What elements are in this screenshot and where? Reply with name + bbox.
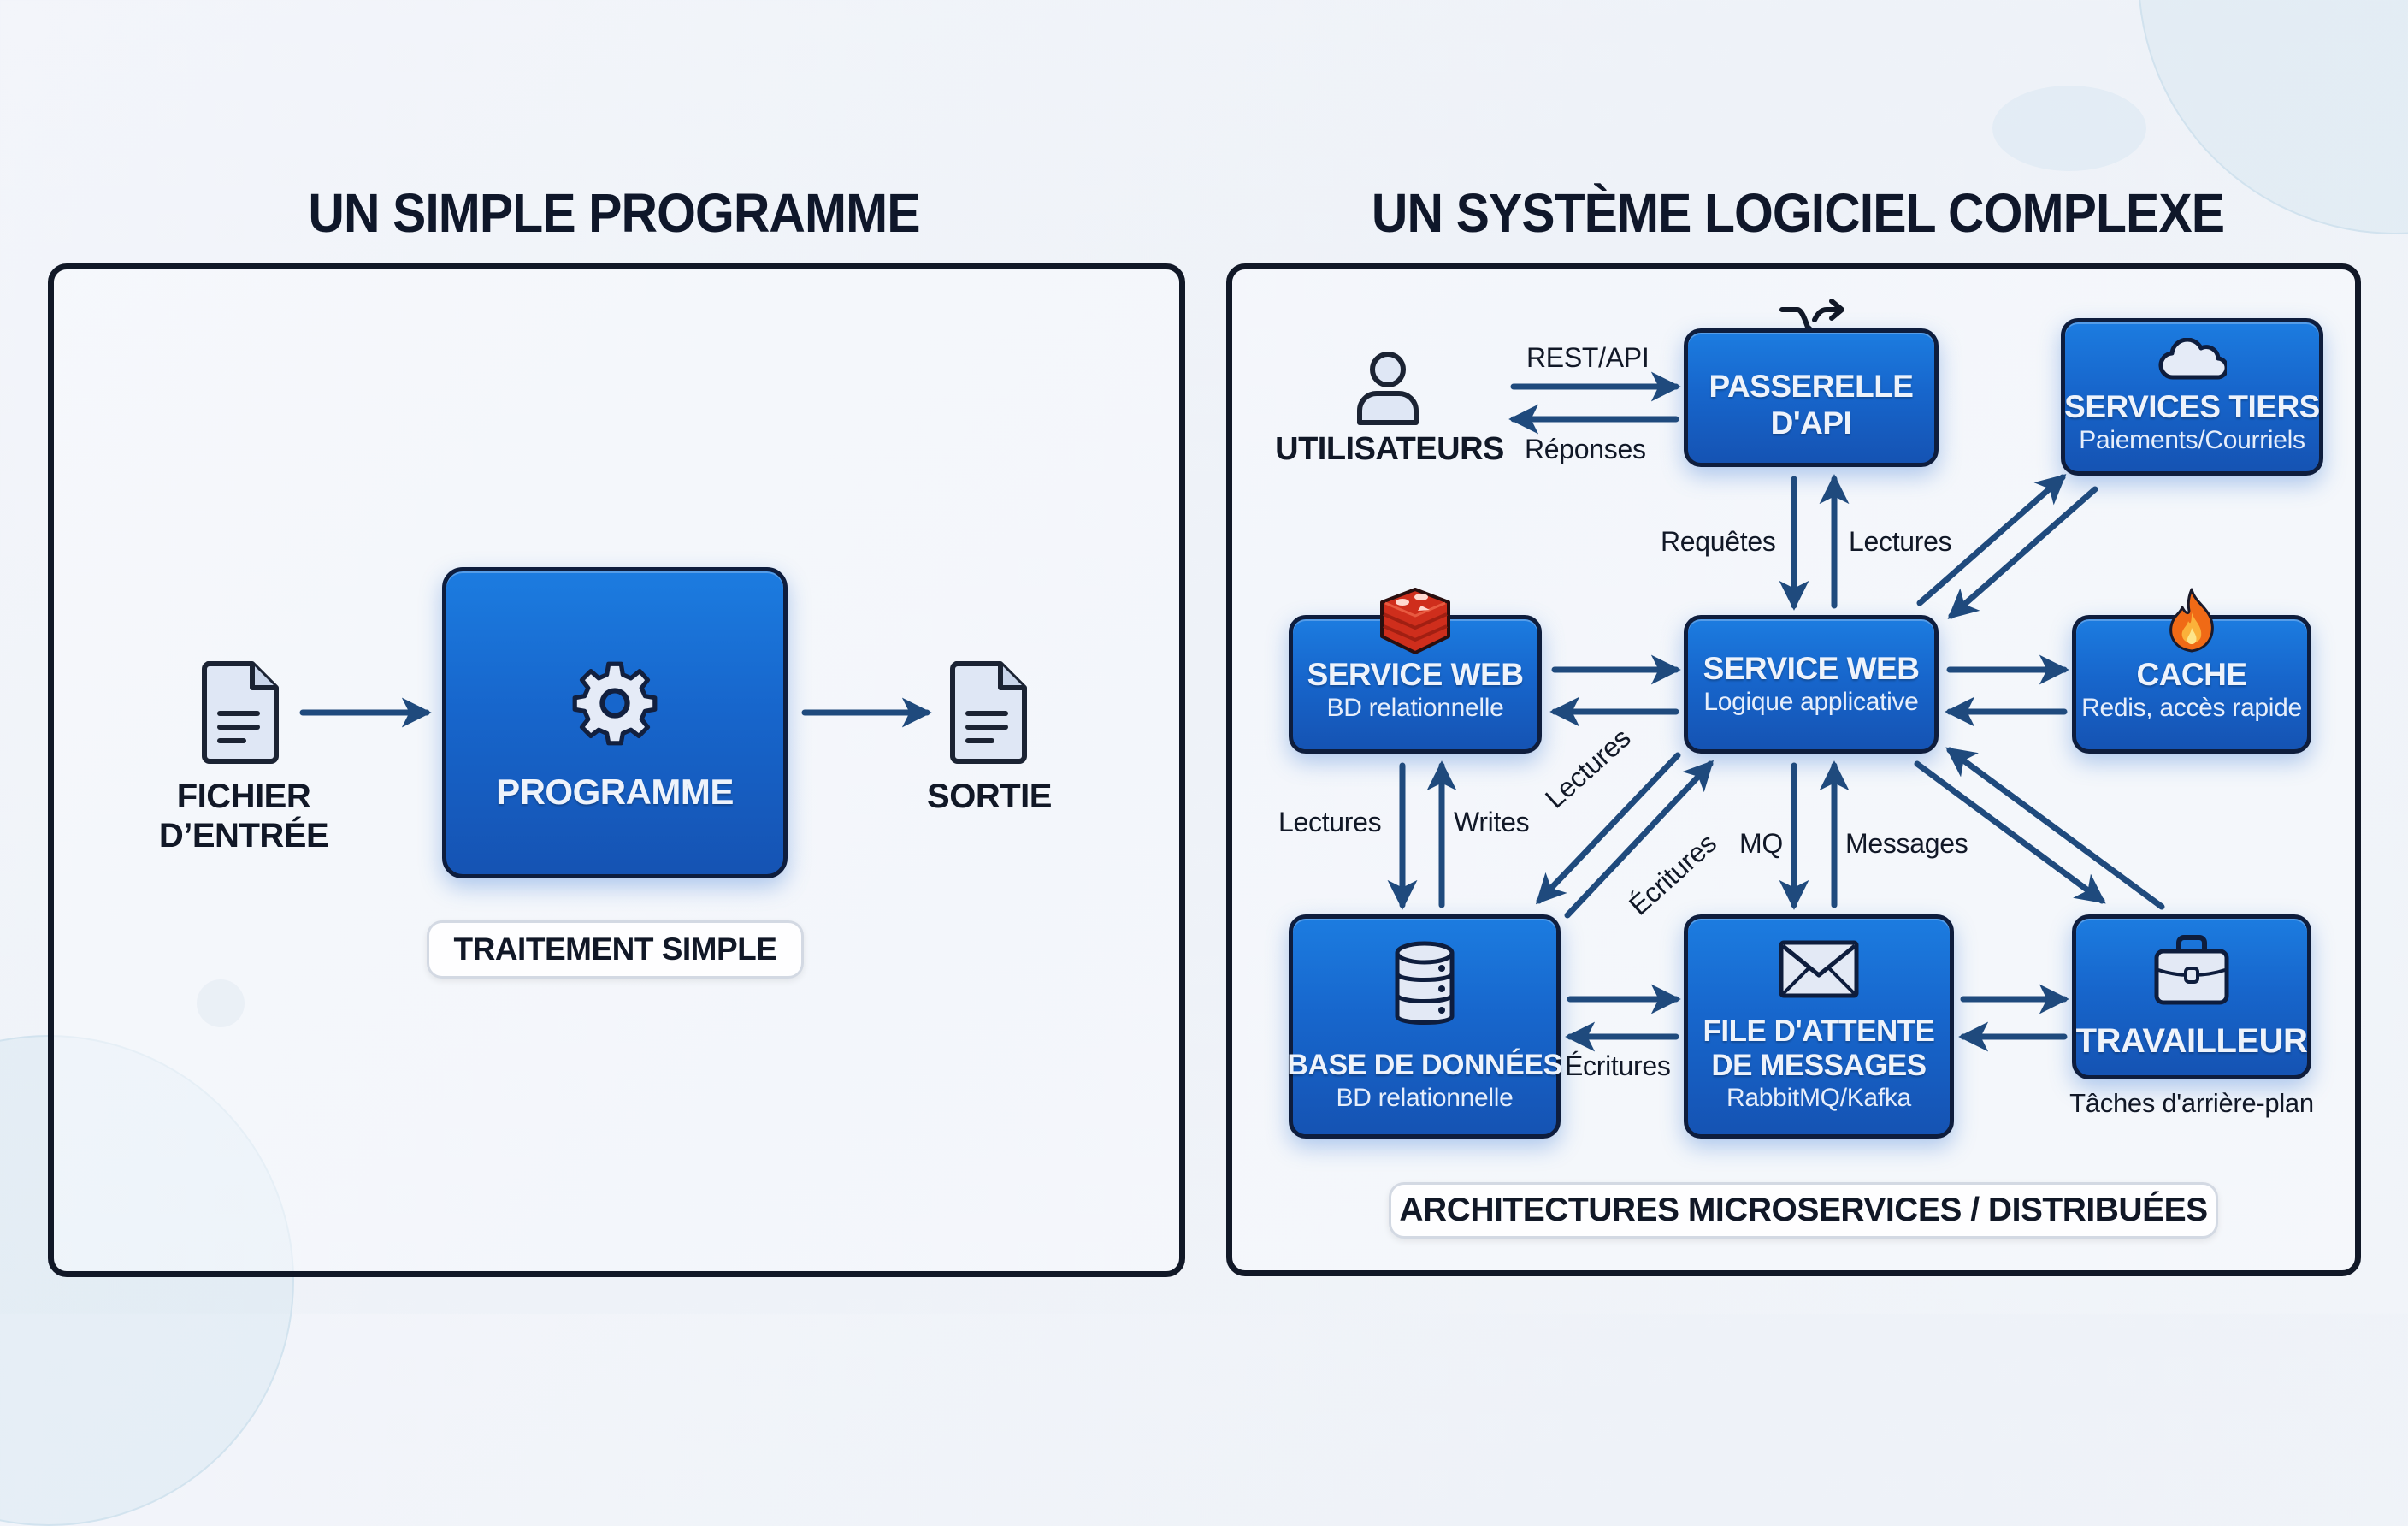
database-icon (1395, 941, 1455, 1026)
database-title: BASE DE DONNÉES (1287, 1049, 1562, 1082)
edge-label-requetes: Requêtes (1661, 526, 1776, 557)
edge-label-lectures-db: Lectures (1278, 807, 1382, 837)
user-icon (1357, 352, 1419, 425)
output-document-icon (950, 661, 1027, 764)
worker-title: TRAVAILLEUR (2075, 1021, 2308, 1060)
arrow-worker-to-webapp (1945, 747, 2165, 910)
simple-processing-caption: TRAITEMENT SIMPLE (427, 920, 804, 979)
left-panel-title: UN SIMPLE PROGRAMME (308, 182, 920, 244)
program-title: PROGRAMME (496, 771, 734, 812)
third-party-subtitle: Paiements/Courriels (2079, 426, 2305, 455)
edge-label-messages: Messages (1845, 828, 1968, 859)
web-service-app-node[interactable]: SERVICE WEB Logique applicative (1684, 615, 1939, 754)
message-queue-node[interactable]: FILE D'ATTENTE DE MESSAGES RabbitMQ/Kafk… (1684, 914, 1954, 1139)
worker-caption: Tâches d'arrière-plan (2069, 1088, 2314, 1118)
web-service-app-title: SERVICE WEB (1703, 650, 1920, 686)
architecture-caption: ARCHITECTURES MICROSERVICES / DISTRIBUÉE… (1389, 1182, 2218, 1239)
message-queue-subtitle: RabbitMQ/Kafka (1726, 1084, 1911, 1113)
edge-label-ecritures-queue: Écritures (1565, 1050, 1671, 1081)
input-file-label: FICHIER D’ENTRÉE (137, 777, 351, 855)
message-queue-title-line2: DE MESSAGES (1711, 1049, 1927, 1082)
web-service-db-title: SERVICE WEB (1307, 656, 1524, 692)
arrow-database-to-webapp (1564, 760, 1715, 919)
edge-label-writes-db: Writes (1454, 807, 1530, 837)
output-label: SORTIE (927, 778, 1052, 815)
worker-node[interactable]: TRAVAILLEUR (2072, 914, 2311, 1079)
redis-icon (1380, 588, 1450, 654)
edge-label-reponses: Réponses (1525, 434, 1646, 464)
web-service-db-subtitle: BD relationnelle (1326, 694, 1504, 723)
input-document-icon (202, 661, 279, 764)
edge-label-rest-api: REST/API (1526, 342, 1650, 373)
input-file-label-line1: FICHIER (176, 778, 311, 815)
edge-label-lectures-gateway: Lectures (1849, 526, 1952, 557)
decor-bubble-small-top-right (1992, 86, 2146, 171)
message-queue-title-line1: FILE D'ATTENTE (1703, 1014, 1935, 1048)
connector-arrows (299, 371, 2165, 1052)
web-service-app-subtitle: Logique applicative (1703, 688, 1919, 717)
third-party-title: SERVICES TIERS (2064, 388, 2320, 424)
api-gateway-title-line1: PASSERELLE (1709, 369, 1914, 405)
gear-icon (572, 661, 658, 746)
envelope-icon (1779, 940, 1859, 998)
cloud-icon (2157, 337, 2227, 380)
cache-node[interactable]: CACHE Redis, accès rapide (2072, 615, 2311, 754)
third-party-services-node[interactable]: SERVICES TIERS Paiements/Courriels (2061, 318, 2323, 476)
arrow-webapp-to-thirdparty (1916, 474, 2067, 606)
arrow-webapp-to-worker (1914, 760, 2106, 904)
arrow-thirdparty-to-webapp (1947, 486, 2098, 619)
api-gateway-node[interactable]: PASSERELLE D'API (1684, 328, 1939, 467)
right-panel-title: UN SYSTÈME LOGICIEL COMPLEXE (1371, 182, 2225, 244)
database-node[interactable]: BASE DE DONNÉES BD relationnelle (1287, 914, 1562, 1139)
cache-title: CACHE (2136, 656, 2247, 692)
database-subtitle: BD relationnelle (1336, 1083, 1514, 1112)
input-file-label-line2: D’ENTRÉE (158, 817, 329, 855)
edge-label-mq: MQ (1739, 828, 1783, 859)
arrow-webapp-to-database (1535, 752, 1681, 905)
flame-icon (2169, 588, 2214, 653)
program-box[interactable]: PROGRAMME (442, 567, 788, 878)
briefcase-icon (2154, 934, 2229, 1004)
users-label: UTILISATEURS (1275, 431, 1504, 467)
cache-subtitle: Redis, accès rapide (2081, 694, 2302, 723)
api-gateway-title-line2: D'API (1770, 405, 1852, 441)
